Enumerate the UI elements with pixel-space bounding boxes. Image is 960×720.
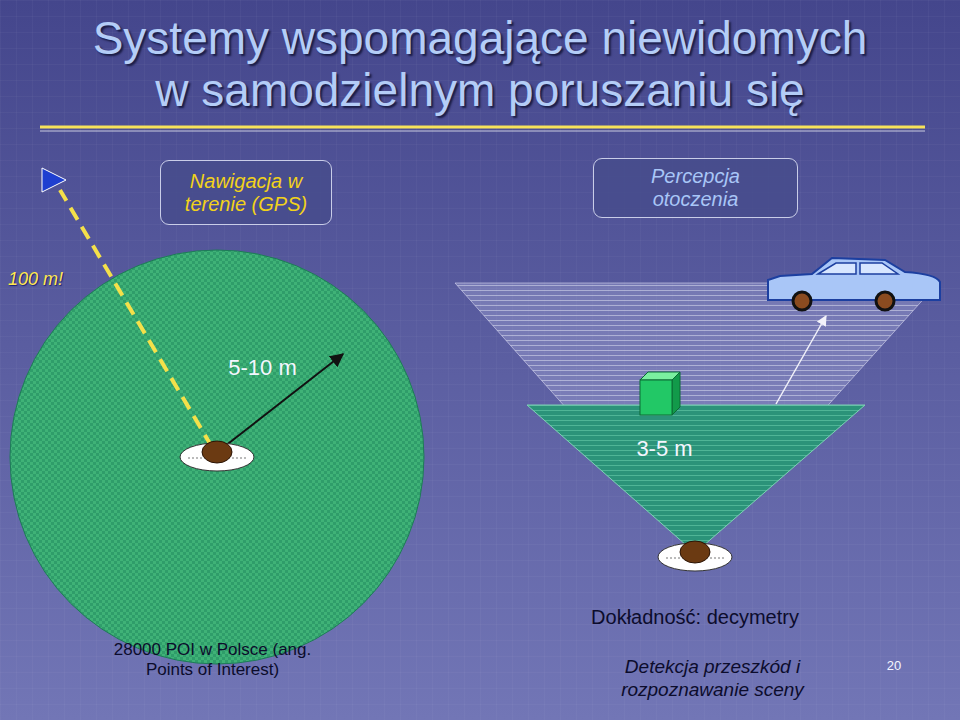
satellite-marker — [42, 168, 66, 192]
range-dimension: 3-5 m — [622, 436, 707, 462]
obstacle-cube — [640, 372, 680, 415]
range-dimension: 5-10 m — [215, 355, 310, 381]
slide-title: Systemy wspomagające niewidomych w samod… — [85, 12, 875, 116]
far-field-cone — [455, 283, 938, 553]
poi-note: 28000 POI w Polsce (ang. Points of Inter… — [95, 640, 330, 680]
title-underline — [40, 126, 925, 129]
title-underline — [40, 131, 925, 132]
box-label: Percepcja otoczenia — [626, 165, 765, 211]
car-icon — [768, 258, 940, 310]
near-field-cone — [527, 405, 865, 553]
topic-box: Nawigacja w terenie (GPS) — [160, 160, 332, 225]
feature-note: Detekcja przeszkód i rozpoznawanie sceny — [590, 655, 835, 701]
eye-symbol — [180, 441, 254, 471]
eye-symbol — [658, 541, 732, 571]
range-circle — [10, 250, 424, 664]
topic-box: Percepcja otoczenia — [593, 158, 798, 218]
box-label: Nawigacja w terenie (GPS) — [169, 170, 323, 216]
accuracy-note: Dokładność: decymetry — [555, 605, 835, 629]
gps-dashed-line — [60, 190, 212, 447]
detection-arrow — [776, 316, 826, 404]
slide-number: 20 — [878, 658, 910, 674]
distance-label: 100 m! — [8, 268, 88, 290]
